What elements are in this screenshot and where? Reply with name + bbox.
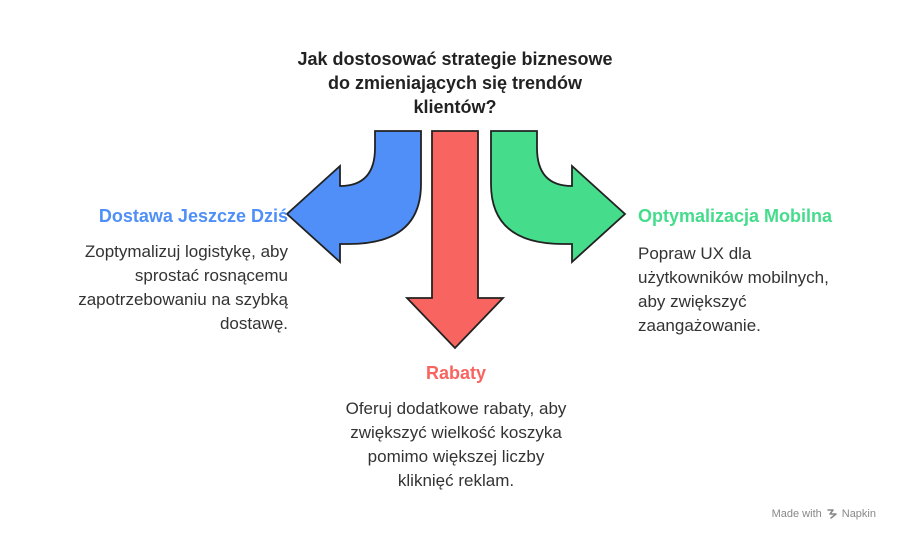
question-line: Jak dostosować strategie biznesowe	[297, 49, 613, 69]
right-curved-arrow	[490, 130, 627, 265]
question-line: do zmieniających się trendów	[327, 73, 583, 93]
description-line: zwiększyć wielkość koszyka	[350, 423, 562, 442]
left-curved-arrow	[285, 130, 422, 265]
description-line: użytkowników mobilnych,	[638, 268, 829, 287]
description-line: pomimo większej liczby	[367, 447, 545, 466]
napkin-brand-label: Napkin	[841, 508, 876, 520]
napkin-logo-icon	[826, 509, 837, 519]
branch-description-discounts: Oferuj dodatkowe rabaty, aby zwiększyć w…	[300, 397, 612, 493]
branch-description-mobile-optimization: Popraw UX dla użytkowników mobilnych, ab…	[638, 242, 878, 338]
central-question: Jak dostosować strategie biznesowe do zm…	[250, 47, 660, 119]
description-line: kliknięć reklam.	[397, 471, 515, 490]
down-arrow	[404, 130, 506, 350]
made-with-label: Made with	[771, 508, 822, 520]
branch-description-same-day-delivery: Zoptymalizuj logistykę, aby sprostać ros…	[18, 240, 288, 336]
branch-title-discounts: Rabaty	[425, 363, 487, 383]
question-line: klientów?	[413, 97, 497, 117]
made-with-napkin-credit[interactable]: Made with Napkin	[772, 508, 876, 520]
description-line: aby zwiększyć	[638, 292, 747, 311]
description-line: Zoptymalizuj logistykę, aby	[84, 242, 288, 261]
description-line: Oferuj dodatkowe rabaty, aby	[345, 399, 567, 418]
description-line: dostawę.	[219, 314, 288, 333]
description-line: sprostać rosnącemu	[134, 266, 288, 285]
description-line: zapotrzebowaniu na szybką	[78, 290, 288, 309]
branch-title-mobile-optimization: Optymalizacja Mobilna	[638, 206, 833, 226]
description-line: Popraw UX dla	[638, 244, 752, 263]
branch-title-same-day-delivery: Dostawa Jeszcze Dziś	[98, 206, 288, 226]
description-line: zaangażowanie.	[638, 316, 761, 335]
